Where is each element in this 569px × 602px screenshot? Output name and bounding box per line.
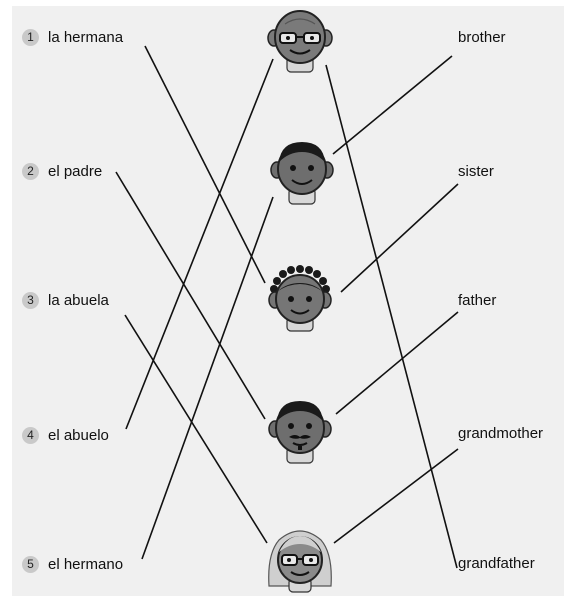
face-father-icon (268, 401, 332, 464)
connector-line-el-abuelo (125, 58, 274, 430)
number-badge: 1 (22, 29, 39, 46)
face-grandmother-icon (268, 530, 332, 593)
face-brother-icon (270, 142, 334, 205)
connector-line-el-hermano (141, 196, 274, 560)
connector-line-grandmother (333, 448, 459, 544)
spanish-term-el-hermano: el hermano (48, 556, 124, 573)
face-grandfather-icon (267, 10, 333, 73)
english-term-grandmother: grandmother (458, 425, 544, 442)
connector-line-grandfather (325, 64, 458, 569)
connector-line-brother (332, 55, 453, 155)
connector-line-la-abuela (124, 314, 268, 544)
spanish-term-la-abuela: la abuela (48, 292, 109, 309)
english-term-brother: brother (458, 29, 506, 46)
face-sister-icon (268, 265, 332, 332)
number-badge: 3 (22, 292, 39, 309)
spanish-term-la-hermana: la hermana (48, 29, 124, 46)
spanish-term-el-abuelo: el abuelo (48, 427, 109, 444)
connector-lines (115, 45, 459, 569)
connector-line-father (335, 311, 459, 415)
number-badge: 5 (22, 556, 39, 573)
matching-exercise-panel: 1 la hermana 2 el padre 3 la abuela 4 el… (12, 6, 564, 596)
spanish-term-el-padre: el padre (48, 163, 103, 180)
number-badge: 4 (22, 427, 39, 444)
english-term-father: father (458, 292, 497, 309)
english-term-sister: sister (458, 163, 494, 180)
number-badge: 2 (22, 163, 39, 180)
english-term-grandfather: grandfather (458, 555, 535, 572)
connector-line-sister (340, 183, 459, 293)
connector-line-el-padre (115, 171, 266, 420)
connector-line-la-hermana (144, 45, 266, 284)
